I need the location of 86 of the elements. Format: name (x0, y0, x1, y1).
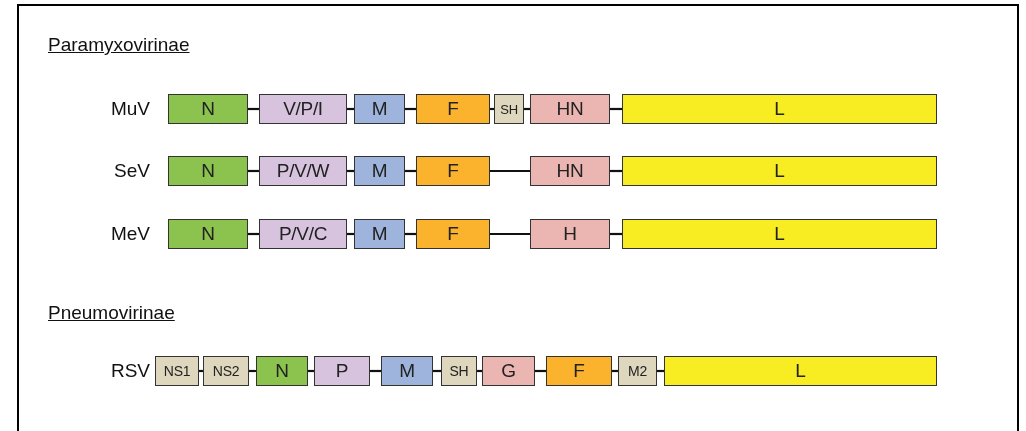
gene-name: M (371, 223, 388, 245)
gene-box (416, 156, 490, 186)
connector-line (248, 169, 259, 173)
gene-box (618, 356, 657, 386)
connector-line (524, 107, 530, 111)
gene-name: P/V/W (276, 160, 330, 182)
gene-name: L (795, 360, 806, 382)
connector-line (405, 169, 416, 173)
connector-line (347, 169, 354, 173)
gene-box (622, 94, 937, 124)
gene-name: N (201, 160, 215, 182)
gene-name: N (201, 98, 215, 120)
gene-name: P (335, 360, 349, 382)
connector-line (405, 107, 416, 111)
gene-name: F (447, 160, 459, 182)
gene-name: F (573, 360, 585, 382)
gene-name: M (371, 98, 388, 120)
gene-name: SH (500, 101, 518, 117)
connector-line (490, 232, 530, 236)
gene-box (381, 356, 433, 386)
gene-box (259, 94, 347, 124)
gene-name: N (201, 223, 215, 245)
gene-box (168, 94, 248, 124)
virus-name: MuV (110, 98, 150, 120)
connector-line (612, 369, 618, 373)
connector-line (490, 169, 530, 173)
gene-name: L (774, 160, 785, 182)
gene-box (354, 156, 405, 186)
gene-name: SH (449, 363, 469, 379)
gene-box (259, 219, 347, 249)
gene-box (494, 94, 524, 124)
gene-name: NS2 (212, 363, 240, 379)
gene-box (314, 356, 370, 386)
gene-name: M2 (628, 363, 647, 379)
gene-name: NS1 (163, 363, 191, 379)
gene-name: HN (556, 98, 584, 120)
connector-line (477, 369, 482, 373)
connector-line (308, 369, 314, 373)
gene-name: V/P/I (283, 98, 323, 120)
gene-name: F (447, 223, 459, 245)
connector-line (347, 107, 354, 111)
connector-line (535, 369, 546, 373)
gene-box (416, 219, 490, 249)
gene-box (416, 94, 490, 124)
connector-line (249, 369, 256, 373)
connector-line (248, 232, 259, 236)
gene-name: N (275, 360, 289, 382)
connector-line (610, 169, 622, 173)
gene-box (622, 156, 937, 186)
section-heading: Paramyxovirinae (48, 34, 190, 56)
gene-box (256, 356, 308, 386)
gene-box (259, 156, 347, 186)
connector-line (610, 232, 622, 236)
gene-box (155, 356, 199, 386)
gene-name: HN (556, 160, 584, 182)
gene-name: M (371, 160, 388, 182)
gene-name: M (399, 360, 415, 382)
connector-line (347, 232, 354, 236)
gene-box (168, 219, 248, 249)
connector-line (405, 232, 416, 236)
gene-box (168, 156, 248, 186)
gene-box (664, 356, 937, 386)
gene-name: G (501, 360, 516, 382)
gene-box (546, 356, 612, 386)
gene-name: L (774, 223, 785, 245)
virus-name: RSV (110, 360, 150, 382)
gene-name: L (774, 98, 785, 120)
gene-box (530, 219, 610, 249)
gene-box (530, 156, 610, 186)
connector-line (657, 369, 664, 373)
gene-box (203, 356, 249, 386)
connector-line (370, 369, 381, 373)
connector-line (248, 107, 259, 111)
gene-box (482, 356, 535, 386)
gene-box (530, 94, 610, 124)
section-heading: Pneumovirinae (48, 302, 175, 324)
gene-box (441, 356, 477, 386)
gene-box (354, 94, 405, 124)
connector-line (610, 107, 622, 111)
virus-name: SeV (114, 160, 150, 182)
gene-name: F (447, 98, 459, 120)
gene-name: P/V/C (278, 223, 328, 245)
virus-name: MeV (110, 223, 150, 245)
gene-box (354, 219, 405, 249)
gene-box (622, 219, 937, 249)
gene-name: H (563, 223, 577, 245)
